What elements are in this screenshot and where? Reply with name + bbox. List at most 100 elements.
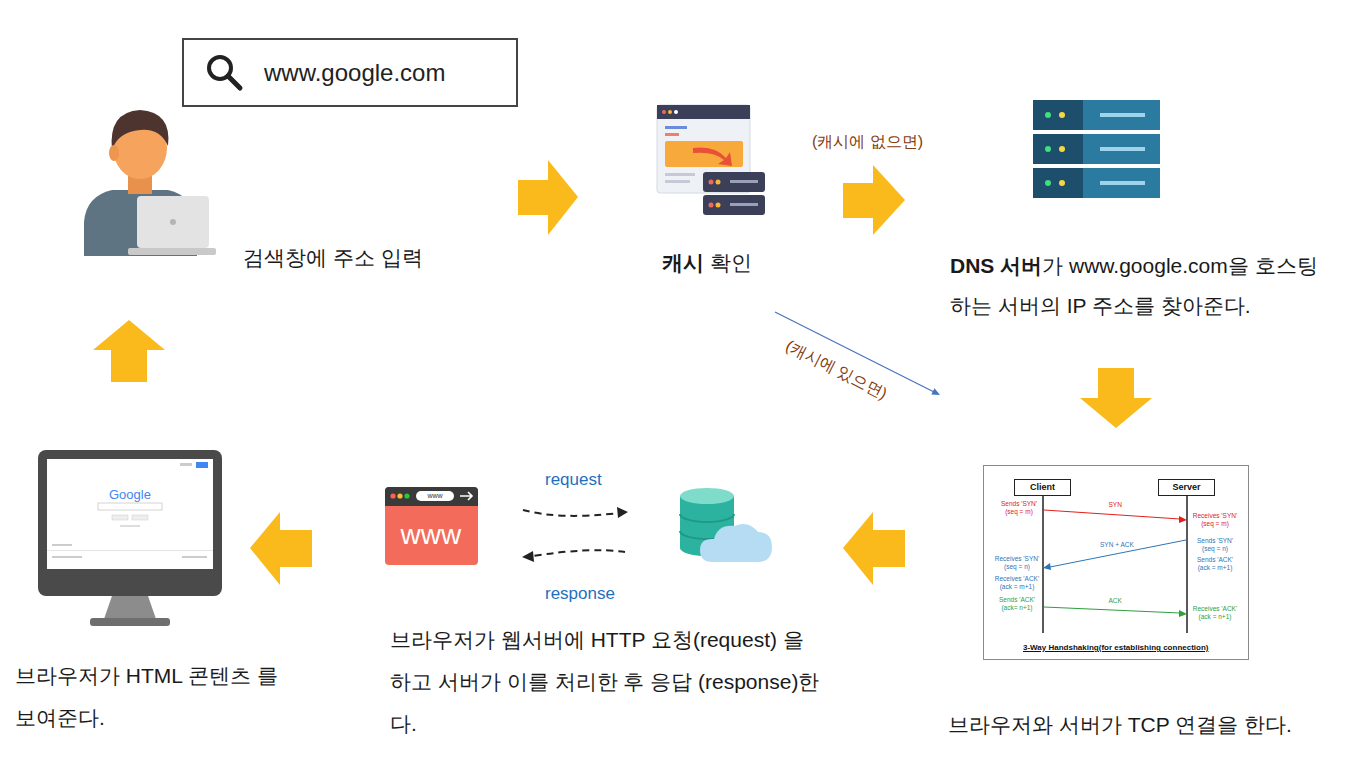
server-light	[1045, 180, 1051, 186]
cloud-icon	[700, 524, 772, 562]
handshake-note: Receives 'ACK' (ack = n+1)	[1190, 605, 1240, 620]
step-caption: 브라우저가 HTML 콘텐츠 를 보여준다.	[15, 655, 290, 739]
cache-window-bar	[657, 105, 750, 119]
caption-line: 캐시확인	[662, 250, 752, 277]
window-dot	[668, 110, 672, 114]
server-unit	[703, 172, 765, 192]
handshake-note: Sends 'ACK' (ack= n+1)	[993, 596, 1041, 611]
window-dot	[404, 493, 409, 498]
handshake-note: Receives 'SYN' (seq = n)	[993, 555, 1041, 570]
screen-button	[112, 515, 128, 520]
server-light	[709, 203, 714, 208]
handshake-note: Sends 'ACK' (ack = m+1)	[1190, 556, 1240, 571]
flow-arrow	[843, 512, 905, 585]
window-line	[665, 126, 687, 129]
screen-line	[120, 525, 140, 527]
server-light	[1045, 112, 1051, 118]
response-arrow	[533, 550, 625, 556]
handshake-note: Sends 'SYN' (seq = m)	[997, 500, 1041, 515]
signal-label: SYN + ACK	[1098, 541, 1136, 549]
request-label: request	[545, 470, 602, 490]
flow-arrow	[250, 512, 312, 585]
dns-server-unit	[1033, 100, 1083, 130]
request-arrow	[523, 510, 619, 516]
server-slot	[730, 203, 758, 206]
monitor-display: Google	[38, 450, 222, 596]
screen-button	[196, 462, 208, 468]
window-line	[665, 173, 695, 176]
figure-title: 3-Way Handshaking(for establishing conne…	[1023, 643, 1209, 653]
caption-line: DNS 서버가 www.google.com을 호스팅하는 서버의 IP 주소를…	[950, 248, 1338, 328]
monitor-base	[90, 618, 170, 626]
screen-line	[182, 556, 207, 558]
window-line	[665, 133, 679, 136]
party-label: Server	[1173, 482, 1201, 493]
server-light	[709, 180, 714, 185]
database-top	[680, 488, 734, 504]
screen-line	[180, 463, 192, 466]
server-light	[716, 180, 721, 185]
arrow-head	[1179, 610, 1187, 617]
screen-line	[52, 544, 72, 546]
laptop-logo	[170, 219, 176, 225]
flow-arrow	[843, 165, 905, 235]
dns-server-unit	[1083, 100, 1160, 130]
handshake-note: Sends 'SYN' (seq = n)	[1190, 537, 1240, 552]
client-box: Client	[1014, 479, 1071, 496]
server-light	[1045, 146, 1051, 152]
screen-button	[132, 515, 148, 520]
window-dot	[674, 110, 678, 114]
lifeline	[1042, 496, 1044, 633]
arrow-head	[1179, 516, 1187, 523]
flow-arrow	[1080, 368, 1152, 428]
flow-arrow	[518, 160, 578, 235]
server-slot	[730, 180, 758, 183]
cache-panel	[665, 141, 743, 167]
window-dot	[662, 110, 666, 114]
dns-server-unit	[1033, 168, 1083, 198]
arrow-head	[1043, 563, 1051, 570]
url-text: www.google.com	[264, 58, 445, 87]
database-band	[680, 514, 734, 522]
handshake-note: Receives 'ACK' (ack = m+1)	[993, 575, 1041, 590]
server-light	[716, 203, 721, 208]
step-caption-bold: DNS 서버	[950, 254, 1042, 277]
server-slot	[1100, 147, 1145, 151]
server-box: Server	[1158, 479, 1215, 496]
dns-server-unit	[1033, 134, 1083, 164]
flow-arrow	[93, 320, 165, 382]
signal-arrow	[1044, 510, 1180, 519]
www-text: www	[401, 519, 462, 550]
lifeline	[1186, 496, 1188, 633]
laptop-base	[128, 248, 216, 255]
window-line	[665, 180, 690, 183]
step-caption: 확인	[710, 251, 752, 274]
logo-text: Google	[109, 487, 151, 502]
server-slot	[1100, 113, 1145, 117]
browser-icon-body	[385, 487, 478, 565]
arrow-head	[931, 388, 940, 395]
step-caption: 검색창에 주소 입력	[243, 245, 423, 270]
condition-label: (캐시에 없으면)	[812, 132, 923, 151]
monitor-stand	[104, 596, 156, 619]
magnifier-handle	[228, 76, 240, 88]
response-label: response	[545, 584, 615, 604]
arrow-head	[617, 507, 628, 518]
dns-server-unit	[1083, 168, 1160, 198]
person-hair	[112, 110, 169, 150]
signal-arrow	[1050, 540, 1186, 567]
browser-icon: wwwwww	[385, 487, 478, 565]
condition-label: (캐시에 있으면)	[782, 335, 890, 402]
monitor-bezel	[38, 450, 222, 596]
arrow-head	[522, 551, 534, 562]
laptop-lid	[137, 196, 209, 248]
search-box: www.google.com	[182, 38, 518, 107]
url-pill	[416, 491, 454, 501]
step-caption: 브라우저가 웹서버에 HTTP 요청(request) 을 하고 서버가 이를 …	[390, 619, 830, 745]
person-ear	[109, 145, 119, 161]
server-light	[1059, 146, 1065, 152]
screen-search-bar	[98, 503, 162, 510]
server-light	[1059, 180, 1065, 186]
party-label: Client	[1030, 482, 1055, 493]
